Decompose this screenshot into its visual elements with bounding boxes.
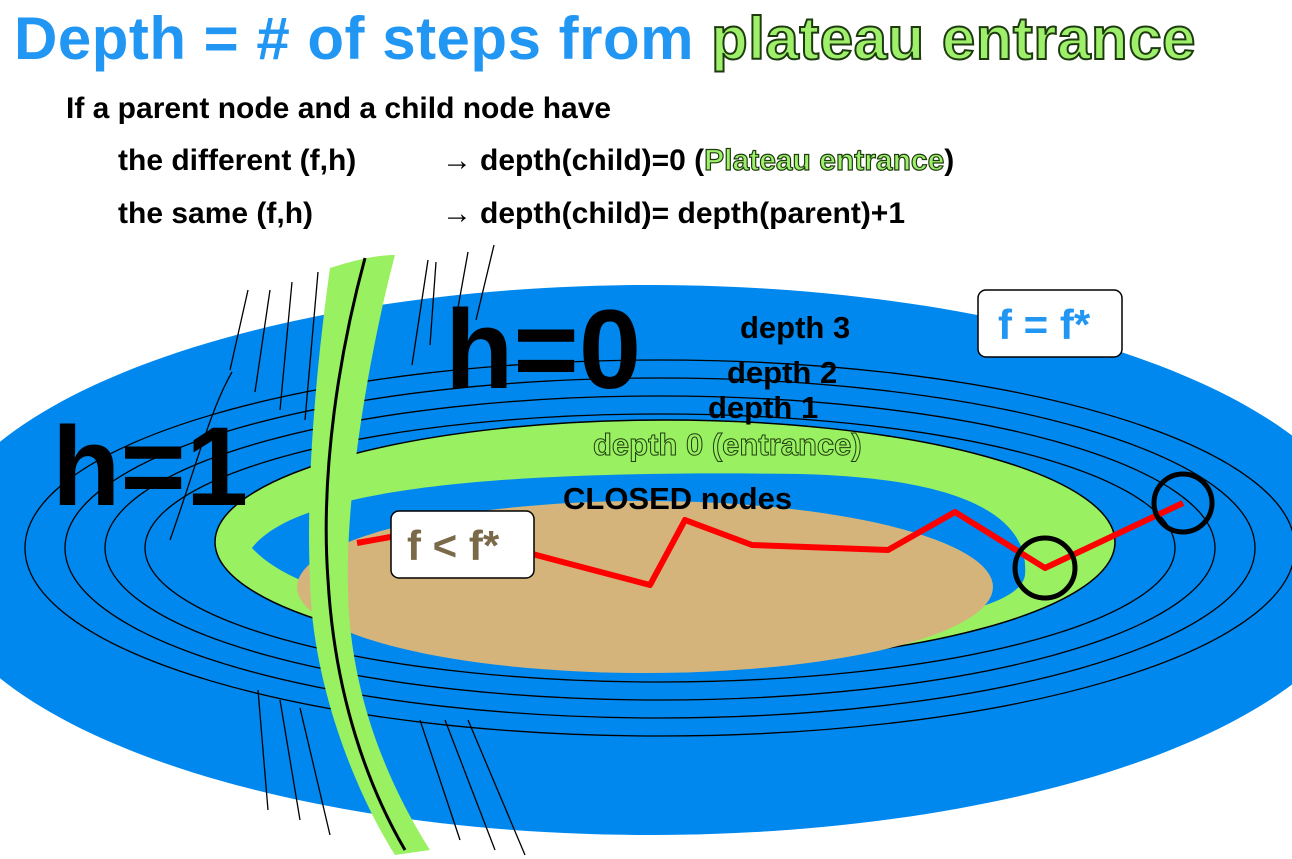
slide-title: Depth = # of steps from plateau entrance: [14, 4, 1196, 73]
label-depth2: depth 2: [727, 355, 837, 390]
cliff-line: [299, 707, 331, 836]
label-h0: h=0: [445, 287, 641, 412]
cliff-line: [169, 371, 233, 541]
contour-ring: [104, 395, 1216, 701]
title-highlight: plateau entrance: [710, 4, 1196, 73]
label-depth3: depth 3: [740, 310, 850, 345]
contour-ring: [144, 413, 1176, 683]
contour-rings: [24, 359, 1292, 737]
cliff-line: [279, 699, 301, 821]
cliff-line: [279, 281, 293, 411]
rule-diff-result: →depth(child)=0 (Plateau entrance): [442, 143, 955, 178]
cliff-line: [444, 719, 496, 851]
cliff-line: [453, 251, 469, 331]
cliff-line: [229, 289, 249, 371]
f-optimal-box: [977, 289, 1123, 358]
rule-intro: If a parent node and a child node have: [66, 92, 612, 125]
contour-ring: [64, 377, 1256, 719]
cliff-line: [304, 271, 319, 421]
label-depth0: depth 0 (entrance): [593, 427, 862, 462]
cliff-line: [419, 719, 461, 841]
rule-same-result: →depth(child)= depth(parent)+1: [442, 197, 905, 231]
arrow-icon: →: [442, 197, 472, 230]
cliff-line: [254, 289, 271, 393]
goal-node: [1151, 471, 1215, 535]
blue-wedge: [252, 520, 296, 575]
f-less-label: f < f*: [407, 522, 500, 569]
label-h1: h=1: [52, 404, 248, 529]
label-depth1: depth 1: [708, 390, 818, 425]
f-optimal-label: f = f*: [998, 301, 1091, 348]
rule-same-text: depth(child)= depth(parent)+1: [480, 197, 906, 230]
plateau-entrance-node: [1012, 535, 1078, 601]
rule-diff-close: ): [944, 144, 955, 177]
rule-diff-case: the different (f,h): [118, 144, 357, 177]
f-less-box: [390, 510, 535, 579]
rule-diff-text: depth(child)=0 (: [480, 144, 705, 177]
cliff-line: [257, 689, 269, 811]
title-main: Depth = # of steps from: [14, 5, 712, 72]
arrow-icon: →: [442, 144, 472, 177]
cliff-line: [467, 719, 526, 856]
cliff-line: [429, 261, 437, 346]
cliff-line: [475, 244, 495, 321]
rule-same-case: the same (f,h): [118, 197, 314, 230]
contour-ring: [24, 359, 1292, 737]
cliff-line: [411, 259, 429, 366]
rule-diff-highlight: Plateau entrance: [704, 143, 945, 177]
cliff-lines: [169, 244, 526, 856]
barrier-line: [324, 257, 407, 851]
barrier-band: [309, 255, 430, 855]
label-closed: CLOSED nodes: [563, 481, 792, 516]
